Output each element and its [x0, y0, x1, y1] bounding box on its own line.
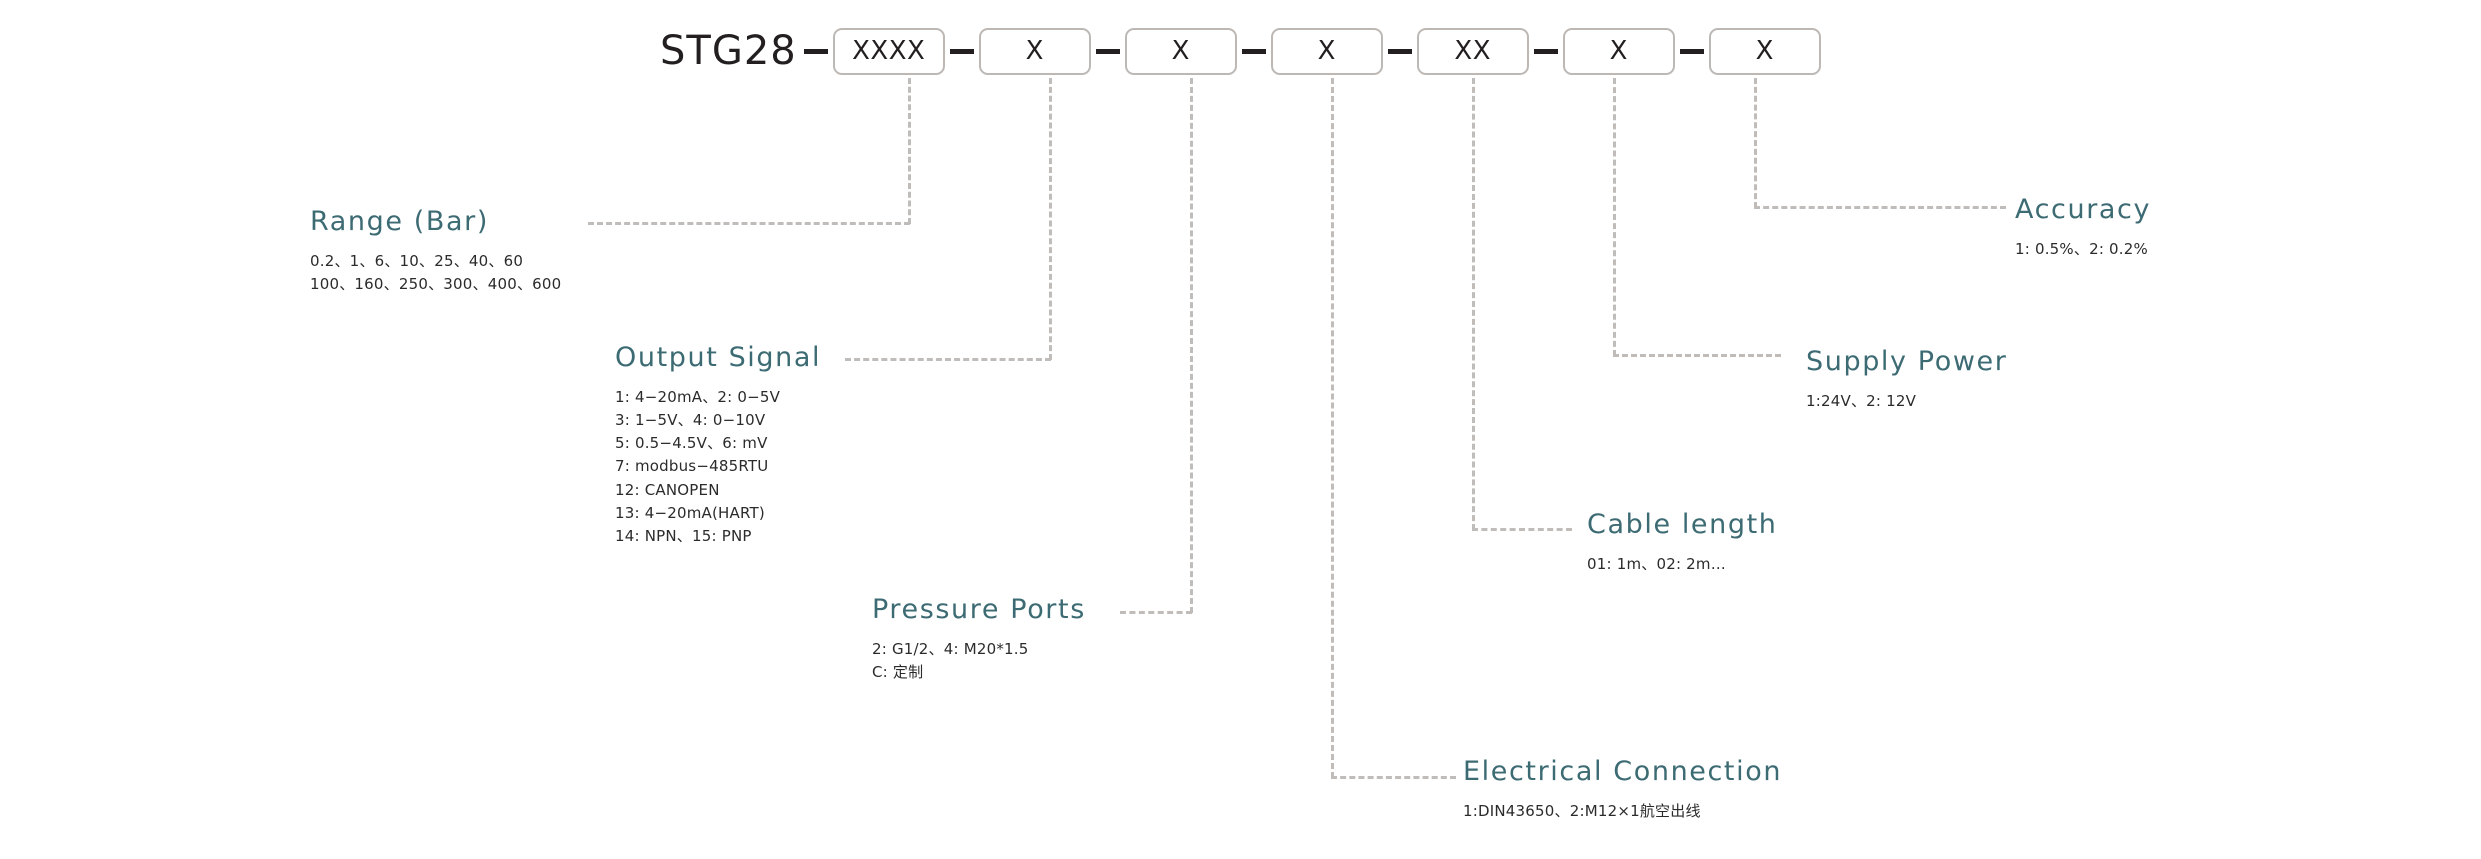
callout-output-signal: Output Signal 1: 4−20mA、2: 0−5V 3: 1−5V、… [615, 343, 821, 548]
leader-line-electrical-connection-vertical [1331, 78, 1334, 778]
code-prefix: STG28 [660, 28, 797, 74]
callout-pressure-ports: Pressure Ports 2: G1/2、4: M20*1.5 C: 定制 [872, 595, 1086, 684]
leader-line-cable-length-horizontal [1472, 528, 1572, 531]
leader-line-range-vertical [908, 78, 911, 224]
leader-line-supply-power-vertical [1613, 78, 1616, 356]
part-number-code: STG28 XXXX X X X XX X X [660, 24, 1821, 78]
leader-line-pressure-ports-horizontal [1120, 611, 1192, 614]
code-dash [1241, 48, 1266, 54]
callout-electrical-connection: Electrical Connection 1:DIN43650、2:M12×1… [1463, 757, 1782, 823]
callout-title-range: Range (Bar) [310, 206, 489, 237]
callout-title-accuracy: Accuracy [2015, 194, 2152, 225]
leader-line-electrical-connection-horizontal [1331, 776, 1456, 779]
callout-body-electrical-connection: 1:DIN43650、2:M12×1航空出线 [1463, 801, 1701, 820]
code-box-cable-length[interactable]: XX [1416, 27, 1529, 75]
callout-accuracy: Accuracy 1: 0.5%、2: 0.2% [2015, 195, 2151, 261]
leader-line-output-signal-vertical [1049, 78, 1052, 360]
leader-line-output-signal-horizontal [845, 358, 1051, 361]
leader-line-accuracy-horizontal [1754, 206, 2006, 209]
callout-body-pressure-ports: 2: G1/2、4: M20*1.5 C: 定制 [872, 639, 1029, 681]
leader-line-range-horizontal [588, 222, 910, 225]
code-box-output-signal[interactable]: X [978, 27, 1091, 75]
callout-body-supply-power: 1:24V、2: 12V [1806, 391, 1917, 410]
callout-range: Range (Bar) 0.2、1、6、10、25、40、60 100、160、… [310, 207, 561, 296]
code-box-range[interactable]: XXXX [832, 27, 945, 75]
callout-body-accuracy: 1: 0.5%、2: 0.2% [2015, 239, 2148, 258]
callout-body-cable-length: 01: 1m、02: 2m… [1587, 554, 1726, 573]
leader-line-supply-power-horizontal [1613, 354, 1781, 357]
code-dash [1387, 48, 1412, 54]
callout-title-cable-length: Cable length [1587, 509, 1778, 540]
code-dash [949, 48, 974, 54]
code-dash [1679, 48, 1704, 54]
callout-supply-power: Supply Power 1:24V、2: 12V [1806, 347, 2007, 413]
callout-body-output-signal: 1: 4−20mA、2: 0−5V 3: 1−5V、4: 0−10V 5: 0.… [615, 387, 781, 546]
code-box-electrical-connection[interactable]: X [1270, 27, 1383, 75]
code-box-supply-power[interactable]: X [1562, 27, 1675, 75]
leader-line-cable-length-vertical [1472, 78, 1475, 530]
code-box-accuracy[interactable]: X [1708, 27, 1821, 75]
callout-title-supply-power: Supply Power [1806, 346, 2008, 377]
code-box-pressure-ports[interactable]: X [1124, 27, 1237, 75]
callout-title-electrical-connection: Electrical Connection [1463, 756, 1783, 787]
callout-cable-length: Cable length 01: 1m、02: 2m… [1587, 510, 1778, 576]
code-dash [1533, 48, 1558, 54]
callout-title-pressure-ports: Pressure Ports [872, 594, 1086, 625]
callout-title-output-signal: Output Signal [615, 342, 822, 373]
leader-line-accuracy-vertical [1754, 78, 1757, 208]
callout-body-range: 0.2、1、6、10、25、40、60 100、160、250、300、400、… [310, 251, 562, 293]
code-dash [803, 48, 828, 54]
code-dash [1095, 48, 1120, 54]
leader-line-pressure-ports-vertical [1190, 78, 1193, 613]
